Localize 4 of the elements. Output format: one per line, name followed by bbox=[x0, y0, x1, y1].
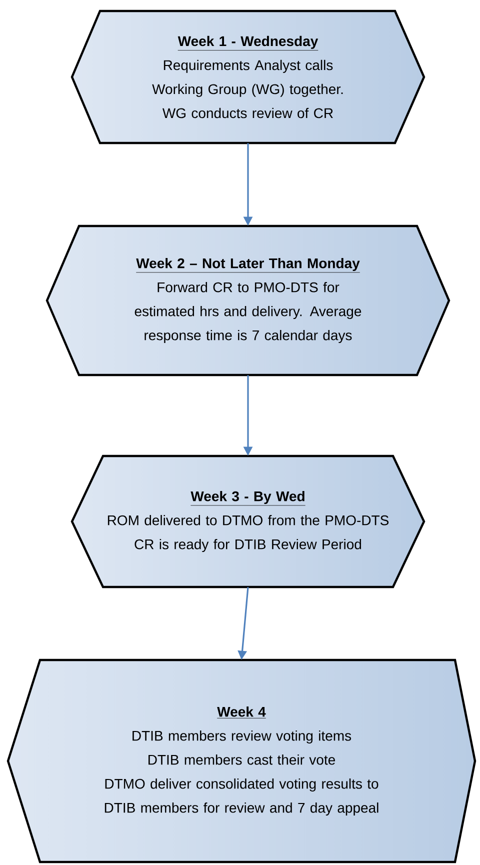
process-hexagon: Week 3 - By Wed ROM delivered to DTMO from the PMO-DTS CR is ready for DTIB Review Period bbox=[70, 454, 426, 588]
process-hexagon: Week 2 – Not Later Than Monday Forward CR to PMO-DTS for estimated hrs and delivery. Average response time is 7 calendar days bbox=[46, 224, 450, 376]
process-hexagon: Week 1 - Wednesday Requirements Analyst calls Working Group (WG) together. WG conducts review of CR bbox=[70, 10, 426, 144]
process-hexagon: Week 4 DTIB members review voting items DTIB members cast their vote DTMO deliver consolidated voting results to DTIB members for review and 7 day appeal bbox=[6, 658, 476, 864]
